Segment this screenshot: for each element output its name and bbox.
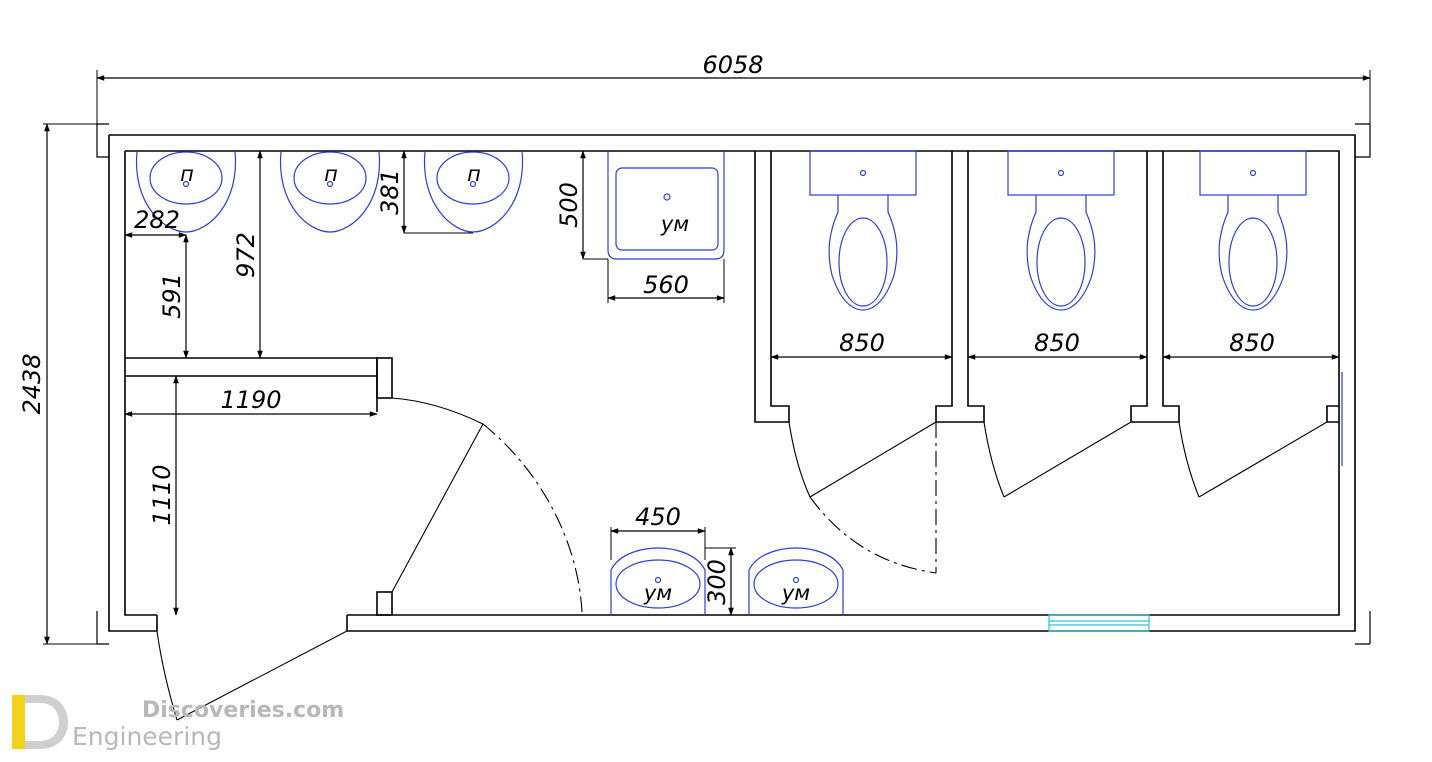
washbasin-label: ум [660,212,689,236]
washbasin-label: ум [643,581,672,605]
dim-972: 972 [232,232,260,278]
urinal-label: п [180,162,194,186]
dimension-stall-2: 850 [967,329,1148,360]
dim-6058: 6058 [702,51,763,79]
toilet-3 [1199,150,1307,311]
urinal-2: п [279,150,381,233]
dim-381: 381 [376,169,404,215]
small-basin-1: ум [610,547,706,615]
dimension-560: 560 [607,259,725,303]
dim-1190: 1190 [220,386,281,414]
toilet-2 [1007,150,1115,311]
urinal-label: п [467,162,481,186]
dim-850: 850 [839,329,885,357]
dim-2438: 2438 [18,353,46,414]
dim-1110: 1110 [148,464,176,525]
container-walls [96,123,1371,645]
partitions [125,151,1339,616]
dimension-450: 450 [610,503,706,560]
dimension-1110: 1110 [148,375,179,616]
small-basin-2: ум [748,547,844,615]
dim-500: 500 [555,182,583,228]
toilet-1 [809,150,917,311]
dim-591: 591 [158,273,186,319]
dimension-591: 591 [158,234,189,359]
dimension-1190: 1190 [124,386,378,417]
dimension-stall-3: 850 [1162,329,1340,360]
dimension-stall-1: 850 [770,329,953,360]
dim-282: 282 [134,206,180,234]
dim-850: 850 [1229,329,1275,357]
watermark-logo: Discoveries.com Engineering [12,695,344,751]
dimension-500: 500 [555,150,608,260]
washbasin-label: ум [781,581,810,605]
dimension-overall-depth: 2438 [18,123,97,645]
dim-300: 300 [703,559,731,605]
dimension-overall-width: 6058 [96,51,1371,124]
watermark-text-2: Engineering [72,722,222,751]
dim-850: 850 [1034,329,1080,357]
dimension-282: 282 [124,206,187,238]
watermark-text-1: Discoveries.com [142,698,344,723]
urinal-label: п [324,162,338,186]
washbasin-top: ум [607,151,725,260]
dim-560: 560 [643,271,689,299]
urinal-1: п [135,150,237,233]
window [1048,614,1150,632]
dimension-300: 300 [703,547,736,616]
dimension-972: 972 [232,150,263,359]
doors [156,372,1343,721]
urinal-3: п [423,150,524,233]
dim-450: 450 [635,503,681,531]
dimension-381: 381 [376,150,473,234]
